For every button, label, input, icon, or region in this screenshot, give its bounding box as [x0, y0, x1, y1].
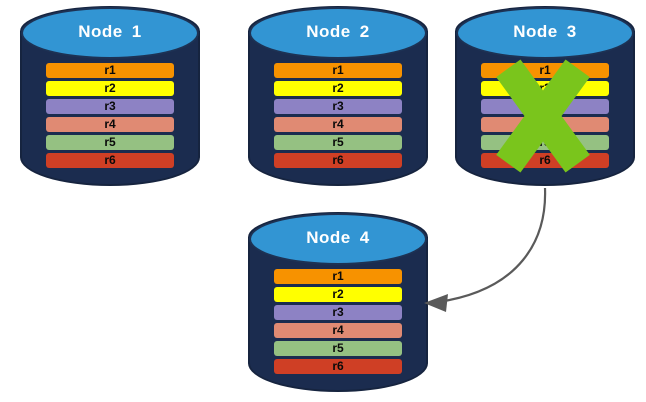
- data-row-r5[interactable]: r5: [274, 341, 402, 356]
- data-row-r3[interactable]: r3: [481, 99, 609, 114]
- data-row-r6[interactable]: r6: [274, 153, 402, 168]
- node-rows-3: r1 r2 r3 r4 r5 r6: [455, 6, 635, 186]
- cylinder-top-ellipse: [21, 7, 199, 59]
- data-row-r4[interactable]: r4: [46, 117, 174, 132]
- data-row-r1[interactable]: r1: [274, 63, 402, 78]
- node-rows-1: r1 r2 r3 r4 r5 r6: [20, 6, 200, 186]
- data-row-r4[interactable]: r4: [481, 117, 609, 132]
- data-row-r6[interactable]: r6: [481, 153, 609, 168]
- data-row-r3[interactable]: r3: [274, 305, 402, 320]
- data-row-r3[interactable]: r3: [274, 99, 402, 114]
- data-row-r1[interactable]: r1: [274, 269, 402, 284]
- data-row-r1[interactable]: r1: [46, 63, 174, 78]
- data-row-r5[interactable]: r5: [481, 135, 609, 150]
- data-row-r1[interactable]: r1: [481, 63, 609, 78]
- cylinder-top-ellipse: [456, 7, 634, 59]
- cylinder-top-ellipse: [249, 7, 427, 59]
- data-row-r3[interactable]: r3: [46, 99, 174, 114]
- data-row-r4[interactable]: r4: [274, 117, 402, 132]
- node-rows-4: r1 r2 r3 r4 r5 r6: [248, 212, 428, 392]
- data-row-r2[interactable]: r2: [481, 81, 609, 96]
- data-row-r5[interactable]: r5: [274, 135, 402, 150]
- data-row-r6[interactable]: r6: [46, 153, 174, 168]
- data-row-r6[interactable]: r6: [274, 359, 402, 374]
- cylinder-top-ellipse: [249, 213, 427, 265]
- node-rows-2: r1 r2 r3 r4 r5 r6: [248, 6, 428, 186]
- data-row-r2[interactable]: r2: [274, 287, 402, 302]
- data-row-r4[interactable]: r4: [274, 323, 402, 338]
- data-row-r2[interactable]: r2: [46, 81, 174, 96]
- data-row-r5[interactable]: r5: [46, 135, 174, 150]
- data-row-r2[interactable]: r2: [274, 81, 402, 96]
- connector-arrow-path: [437, 187, 547, 304]
